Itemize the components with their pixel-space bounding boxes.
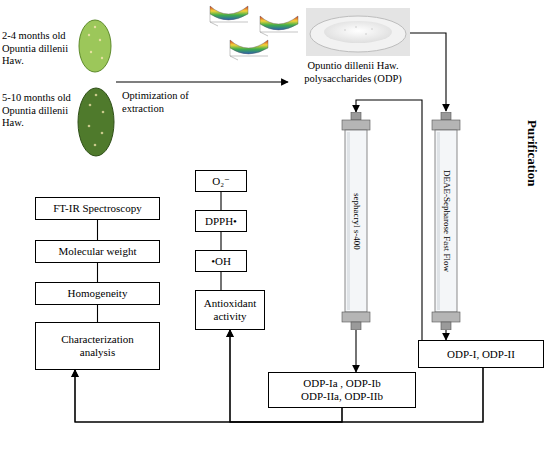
surface-plot: [210, 6, 248, 26]
section-label: Purification: [524, 120, 540, 186]
product-label: Opuntio dillenii Haw. polysaccharides (O…: [294, 60, 412, 85]
cactus-mature: [78, 88, 114, 156]
connector: [220, 192, 221, 210]
powder-photo: [306, 8, 410, 56]
analysis-box: Homogeneity: [35, 282, 160, 305]
sample-label: 5-10 months old Opuntia dillenii Haw.: [2, 92, 78, 130]
surface-plot: [260, 16, 298, 36]
connector: [75, 368, 483, 422]
step-label: Optimization of extraction: [122, 90, 232, 115]
fraction-box: ODP-Ia , ODP-Ib ODP-IIa, ODP-IIb: [268, 372, 416, 408]
fraction-box: ODP-I, ODP-II: [418, 340, 544, 368]
node-text: Homogeneity: [68, 287, 128, 300]
node-text: •OH: [211, 255, 231, 268]
node-text: DPPH•: [205, 215, 237, 228]
connector: [97, 263, 98, 282]
assay-box: DPPH•: [195, 210, 247, 232]
assay-box: Antioxidant activity: [195, 290, 265, 330]
connector: [220, 232, 221, 250]
connector: [355, 330, 356, 372]
cactus-young: [79, 20, 111, 72]
surface-plot: [230, 40, 268, 60]
analysis-box: FT-IR Spectroscopy: [35, 197, 160, 220]
assay-box: •OH: [195, 250, 247, 272]
node-text: O₂⁻: [212, 175, 230, 188]
sample-label: 2-4 months old Opuntia dillenii Haw.: [2, 30, 78, 68]
chromatography-column: DEAE-Sepharose Fast Flow: [428, 112, 464, 330]
node-text: Antioxidant activity: [199, 297, 261, 322]
node-text: sephacryl s-400: [351, 193, 361, 250]
node-text: Characterization analysis: [48, 333, 148, 358]
connector: [445, 330, 446, 340]
process-arrow: [410, 33, 446, 111]
node-text: FT-IR Spectroscopy: [53, 202, 142, 215]
process-arrow: [116, 81, 288, 82]
connector: [97, 220, 98, 240]
connector: [220, 272, 221, 290]
connector: [97, 305, 98, 322]
node-text: ODP-Ia , ODP-Ib ODP-IIa, ODP-IIb: [292, 377, 392, 402]
analysis-box: Characterization analysis: [35, 322, 160, 370]
assay-box: O₂⁻: [195, 170, 247, 192]
chromatography-column: sephacryl s-400: [338, 112, 374, 330]
node-text: ODP-I, ODP-II: [447, 348, 515, 361]
node-text: Molecular weight: [59, 245, 137, 258]
analysis-box: Molecular weight: [35, 240, 160, 263]
node-text: DEAE-Sepharose Fast Flow: [441, 170, 451, 272]
